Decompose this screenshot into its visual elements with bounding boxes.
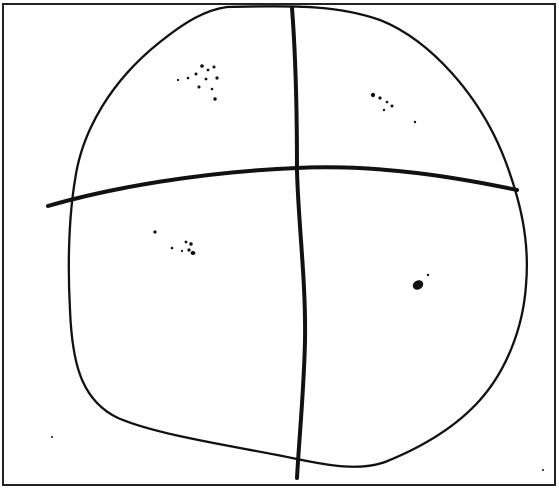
speckle-cluster-upper-left xyxy=(177,64,219,101)
border-frame xyxy=(3,4,555,485)
speckle-cluster-upper-right xyxy=(371,93,416,123)
main-outline xyxy=(69,6,527,467)
dark-blot-lower-right xyxy=(411,274,429,292)
speckle-cluster-lower-left xyxy=(153,230,195,255)
horizontal-divider xyxy=(48,167,517,206)
vertical-divider xyxy=(292,8,305,478)
